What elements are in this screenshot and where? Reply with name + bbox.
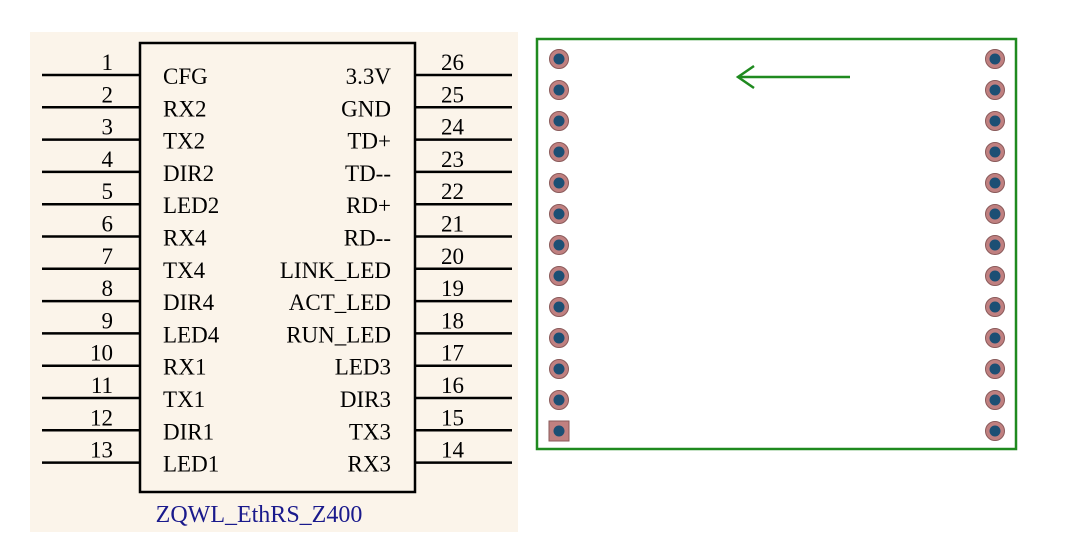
part-name: ZQWL_EthRS_Z400 <box>156 502 363 528</box>
pad-hole <box>553 115 565 127</box>
pin-number: 3 <box>102 115 114 140</box>
pin-number: 7 <box>102 244 114 269</box>
pin-label: LED1 <box>163 452 219 477</box>
pin-label: TX4 <box>163 258 206 283</box>
pin-number: 16 <box>441 373 464 398</box>
pin-label: LINK_LED <box>280 258 391 283</box>
pin-number: 9 <box>102 308 114 333</box>
pin-number: 11 <box>91 373 113 398</box>
pin-label: RX2 <box>163 96 206 121</box>
pad-hole <box>553 332 565 344</box>
pad-hole <box>989 84 1001 96</box>
pin-number: 24 <box>441 115 465 140</box>
pad-hole <box>989 177 1001 189</box>
pin-number: 18 <box>441 308 464 333</box>
pad-hole <box>553 146 565 158</box>
pin-number: 5 <box>102 179 114 204</box>
pcb-footprint <box>535 37 1018 451</box>
right-pad-column <box>985 49 1005 441</box>
pad-hole <box>553 177 565 189</box>
pin-label: DIR3 <box>340 387 391 412</box>
pad-hole <box>989 146 1001 158</box>
pin-number: 10 <box>90 341 113 366</box>
pad-hole <box>989 394 1001 406</box>
pin-label: RUN_LED <box>286 322 391 347</box>
pin-label: LED2 <box>163 193 219 218</box>
pin-label: RD+ <box>346 193 391 218</box>
left-pad-column <box>548 49 570 442</box>
pin-label: RD-- <box>344 226 391 251</box>
pin-number: 20 <box>441 244 464 269</box>
pad-hole <box>989 208 1001 220</box>
pin-label: ACT_LED <box>289 290 391 315</box>
pad-hole <box>553 363 565 375</box>
pin-number: 23 <box>441 147 464 172</box>
pin-label: GND <box>341 96 391 121</box>
pad-hole <box>553 53 565 65</box>
pin-number: 12 <box>90 405 113 430</box>
pad-hole <box>553 270 565 282</box>
pin-number: 8 <box>102 276 114 301</box>
pad-hole <box>989 270 1001 282</box>
pin-label: TD-- <box>345 161 391 186</box>
pin-label: TX1 <box>163 387 205 412</box>
pad-hole <box>989 363 1001 375</box>
schematic-background <box>30 32 518 532</box>
pin-label: TD+ <box>347 129 391 154</box>
pin-label: LED3 <box>335 355 391 380</box>
pin-number: 21 <box>441 212 464 237</box>
pin-label: TX2 <box>163 129 205 154</box>
pad-hole <box>553 84 565 96</box>
pin-number: 25 <box>441 82 464 107</box>
pin-label: RX4 <box>163 226 207 251</box>
pad-hole <box>989 239 1001 251</box>
pin-number: 1 <box>102 50 114 75</box>
pad-hole <box>553 394 565 406</box>
pad-hole <box>989 332 1001 344</box>
pad-hole <box>989 53 1001 65</box>
pin-label: 3.3V <box>346 64 392 89</box>
pin-label: RX3 <box>348 452 391 477</box>
pin-number: 19 <box>441 276 464 301</box>
pad-hole <box>553 208 565 220</box>
pin-label: RX1 <box>163 355 206 380</box>
pad-hole <box>553 239 565 251</box>
pin-label: DIR1 <box>163 419 214 444</box>
pin-label: CFG <box>163 64 208 89</box>
pad-hole <box>989 425 1001 437</box>
pin-number: 4 <box>102 147 114 172</box>
pad-hole <box>553 425 565 437</box>
pin-number: 14 <box>441 438 465 463</box>
pin-label: TX3 <box>349 419 391 444</box>
pin-number: 22 <box>441 179 464 204</box>
pin-number: 15 <box>441 405 464 430</box>
pin-number: 6 <box>102 212 114 237</box>
board-outline <box>535 37 1018 451</box>
pad-hole <box>989 115 1001 127</box>
pin-label: DIR4 <box>163 290 215 315</box>
pin-number: 17 <box>441 341 464 366</box>
pad-hole <box>989 301 1001 313</box>
pin-number: 13 <box>90 438 113 463</box>
pad-hole <box>553 301 565 313</box>
pin-label: DIR2 <box>163 161 214 186</box>
left-arrow-icon <box>735 64 850 90</box>
component-body <box>138 41 417 494</box>
pin-number: 2 <box>102 82 114 107</box>
pin-number: 26 <box>441 50 464 75</box>
pin-label: LED4 <box>163 322 220 347</box>
